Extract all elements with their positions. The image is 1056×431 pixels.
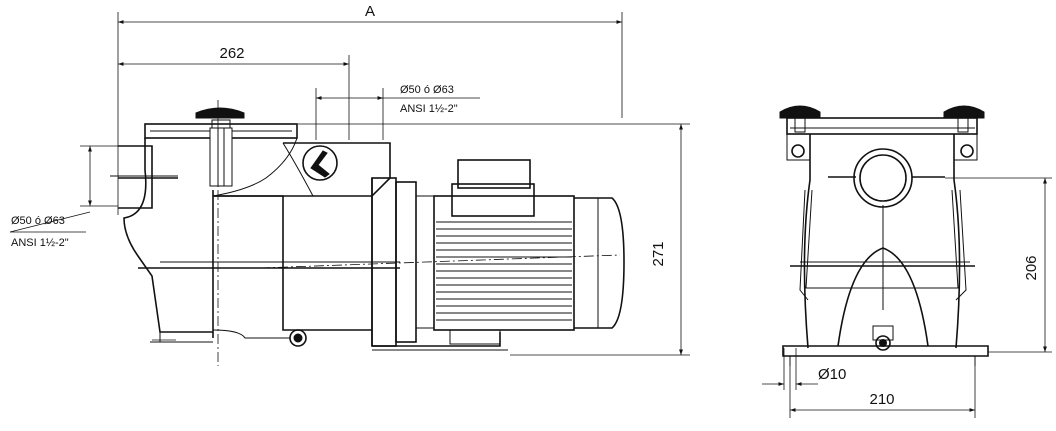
dimension-206: 206 <box>945 177 1052 353</box>
outlet-size-label: Ø50 ó Ø63 <box>400 84 454 96</box>
dimension-262: 262 <box>118 45 350 140</box>
inlet-callout: Ø50 ó Ø63 ANSI 1½-2" <box>9 145 152 249</box>
dimension-a: A <box>117 3 623 215</box>
dimension-210: 210 <box>789 366 976 418</box>
inlet-ansi-label: ANSI 1½-2" <box>11 237 69 249</box>
dim-label-271: 271 <box>650 241 667 266</box>
dim-label-210: 210 <box>869 391 894 408</box>
dim-label-hole: Ø10 <box>818 366 846 383</box>
volute <box>212 142 391 347</box>
front-view: A 262 Ø50 ó Ø63 ANSI 1½-2" 271 <box>9 3 690 366</box>
inlet-size-label: Ø50 ó Ø63 <box>11 215 65 227</box>
dim-label-262: 262 <box>219 45 244 62</box>
front-centerline <box>138 100 621 366</box>
dim-label-a: A <box>365 3 375 20</box>
outlet-ansi-label: ANSI 1½-2" <box>400 103 458 115</box>
dim-label-206: 206 <box>1023 255 1040 280</box>
outlet-callout: Ø50 ó Ø63 ANSI 1½-2" <box>315 84 480 140</box>
side-view <box>779 105 989 366</box>
dimension-271: 271 <box>298 123 690 356</box>
motor-body <box>372 159 625 351</box>
prefilter-housing <box>110 107 298 343</box>
dimension-hole: Ø10 <box>762 348 846 390</box>
